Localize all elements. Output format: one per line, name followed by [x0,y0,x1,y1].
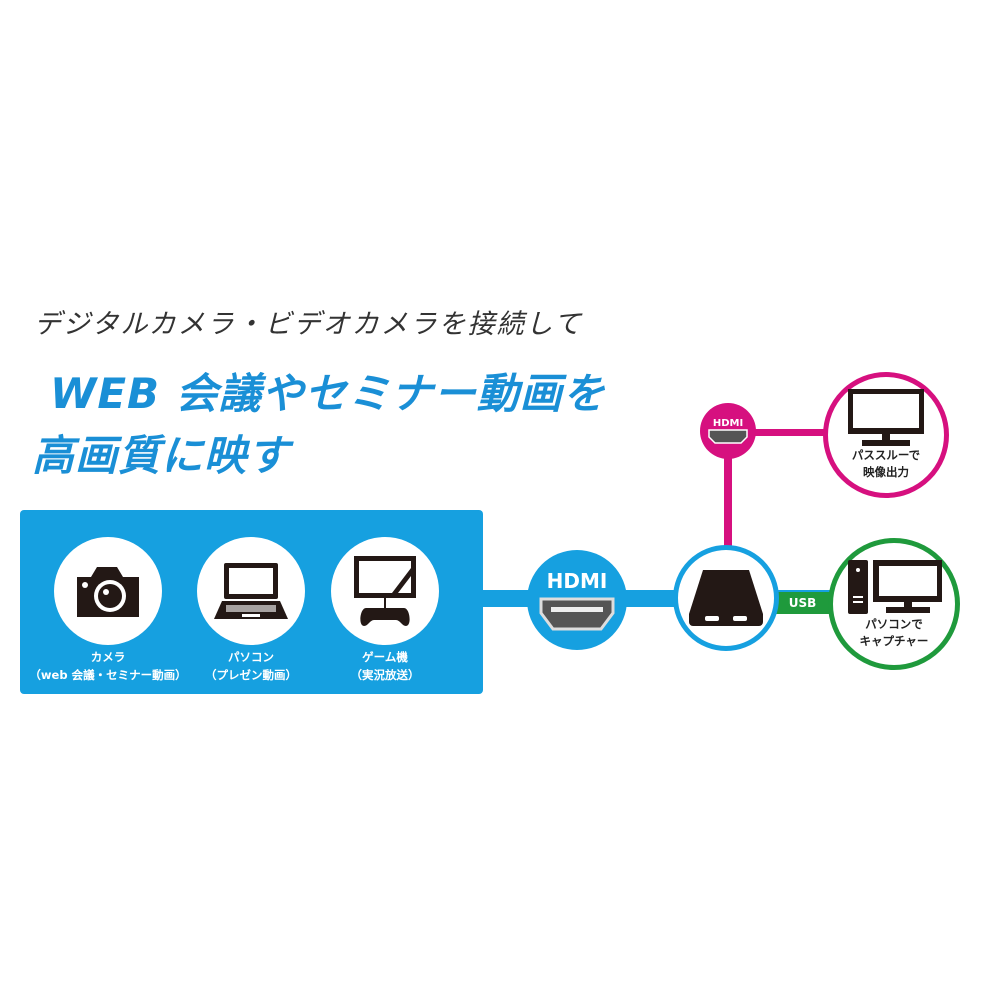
headline-line2: 高画質に映す [32,431,291,480]
hdmi-port-small-icon [708,429,748,444]
camera-label: カメラ（web 会議・セミナー動画） [29,650,187,682]
laptop-circle [197,537,305,645]
passthrough-label: パススルーで映像出力 [851,448,921,479]
capture-label: パソコンでキャプチャー [859,617,929,648]
laptop-label: パソコン（プレゼン動画） [205,650,297,682]
monitor-icon [848,389,924,446]
source-devices-panel: カメラ（web 会議・セミナー動画） パソコン（プレゼン動画） ゲーム機（実況放… [20,510,483,694]
camera-circle [54,537,162,645]
camera-icon [77,567,139,617]
subtitle: デジタルカメラ・ビデオカメラを接続して [34,309,583,340]
usb-label: USB [788,596,817,610]
game-console-icon [354,556,416,626]
game-label: ゲーム機（実況放送） [350,650,420,682]
magenta-horizontal-connector [740,429,840,436]
hdmi-port-icon [539,597,615,631]
game-console-circle [331,537,439,645]
capture-device-circle [673,545,779,651]
laptop-icon [214,563,288,619]
green-connector: USB [770,592,835,614]
pc-capture-circle: パソコンでキャプチャー [828,538,960,670]
passthrough-output-circle: パススルーで映像出力 [823,372,949,498]
headline-line1: WEB 会議やセミナー動画を [50,369,606,418]
hdmi-output-label: HDMI [712,418,744,429]
hdmi-input-label: HDMI [546,569,608,593]
hdmi-output-circle: HDMI [700,403,756,459]
magenta-vertical-connector [724,440,732,550]
desktop-pc-icon [848,560,942,614]
hdmi-input-circle: HDMI [527,550,627,650]
capture-device-icon [689,570,763,626]
